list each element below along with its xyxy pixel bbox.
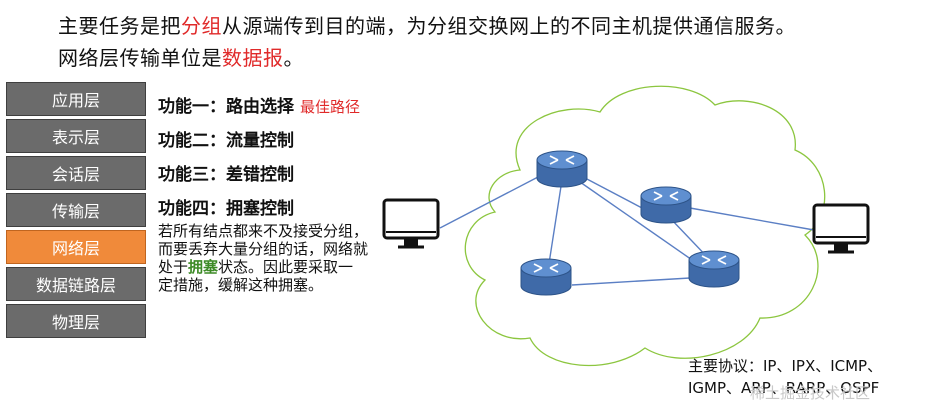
function-label: 功能三：差错控制 — [158, 165, 294, 185]
function-flow-control: 功能二：流量控制 — [158, 126, 294, 151]
congestion-description: 若所有结点都来不及接受分组，而要丢弃大量分组的话，网络就处于拥塞状态。因此要采取… — [158, 222, 368, 294]
router-icon — [536, 150, 588, 188]
function-label: 功能二：流量控制 — [158, 131, 294, 151]
intro-highlight-packet: 分组 — [181, 14, 222, 38]
function-label: 功能一：路由选择 — [158, 97, 294, 117]
function-label: 功能四：拥塞控制 — [158, 199, 294, 219]
layer-physical: 物理层 — [6, 304, 146, 338]
host-computer-icon — [382, 198, 440, 249]
function-note-best-path: 最佳路径 — [300, 98, 361, 116]
intro-line-2: 网络层传输单位是数据报。 — [58, 42, 304, 71]
protocol-list: 主要协议：IP、IPX、ICMP、 IGMP、ARP、RARP、OSPF — [688, 355, 882, 399]
router-icon — [640, 186, 692, 224]
watermark: 稀土掘金技术社区 — [750, 384, 871, 402]
intro-text: 从源端传到目的端，为分组交换网上的不同主机提供通信服务。 — [222, 14, 796, 38]
intro-text: 。 — [283, 46, 304, 70]
router-icon — [688, 250, 740, 288]
protocol-line-1: 主要协议：IP、IPX、ICMP、 — [688, 357, 883, 375]
network-links — [439, 176, 815, 286]
link-host-left-router-1 — [439, 176, 539, 229]
layer-network: 网络层 — [6, 230, 146, 264]
function-routing: 功能一：路由选择最佳路径 — [158, 92, 360, 117]
layer-session: 会话层 — [6, 156, 146, 190]
function-congestion-control: 功能四：拥塞控制 — [158, 194, 294, 219]
osi-layer-stack: 应用层 表示层 会话层 传输层 网络层 数据链路层 物理层 — [6, 82, 146, 341]
link-router-1-router-3 — [547, 179, 563, 271]
desc-highlight-congestion: 拥塞 — [188, 258, 219, 276]
desc-text: 若所有结点都来不及接受分组，而要丢弃大量分组的话，网络就处于 — [158, 222, 369, 276]
layer-application: 应用层 — [6, 82, 146, 116]
link-router-3-router-4 — [571, 277, 691, 286]
intro-text: 主要任务是把 — [58, 14, 181, 38]
layer-data-link: 数据链路层 — [6, 267, 146, 301]
intro-line-1: 主要任务是把分组从源端传到目的端，为分组交换网上的不同主机提供通信服务。 — [58, 10, 796, 39]
link-router-1-router-4 — [579, 181, 696, 263]
intro-text: 网络层传输单位是 — [58, 46, 222, 70]
desc-text: 状态。因此要采取一定措施，缓解这种拥塞。 — [158, 258, 354, 294]
link-router-1-router-2 — [584, 177, 643, 209]
cloud-network-icon — [464, 85, 826, 367]
layer-transport: 传输层 — [6, 193, 146, 227]
layer-presentation: 表示层 — [6, 119, 146, 153]
router-icon — [520, 258, 572, 296]
protocol-line-2: IGMP、ARP、RARP、OSPF — [688, 379, 880, 397]
link-router-2-host-right — [689, 207, 815, 231]
intro-highlight-datagram: 数据报 — [222, 46, 284, 70]
function-error-control: 功能三：差错控制 — [158, 160, 294, 185]
host-computer-icon — [812, 203, 870, 254]
